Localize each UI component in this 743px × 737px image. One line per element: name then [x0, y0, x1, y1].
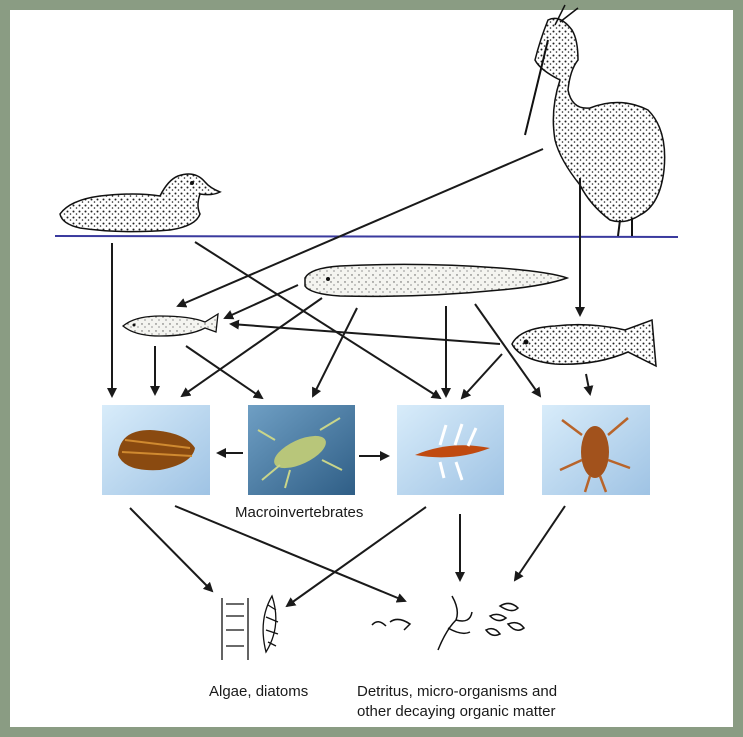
algae-diatoms-label: Algae, diatoms	[209, 682, 308, 701]
trout-icon	[512, 320, 656, 366]
eel-icon	[305, 264, 567, 296]
heron-icon	[525, 5, 665, 236]
arrow-minnow-to-stonefly	[186, 346, 262, 398]
caddisfly-larva-photo	[102, 405, 210, 495]
macroinvertebrates-label: Macroinvertebrates	[235, 503, 363, 522]
arrow-dark-stonefly-to-detritus	[515, 506, 565, 580]
arrow-caddis-to-algae	[130, 508, 212, 591]
detritus-label-line2: other decaying organic matter	[357, 702, 555, 721]
arrow-trout-to-mayfly	[462, 354, 502, 398]
arrow-trout-to-dark-stonefly	[586, 374, 590, 394]
detritus-icon	[372, 596, 524, 650]
stonefly-nymph-dark-photo	[542, 405, 650, 495]
duck-icon	[60, 174, 220, 232]
minnow-icon	[123, 314, 218, 336]
algae-diatom-icon	[222, 596, 278, 660]
arrow-eel-to-caddis	[182, 298, 322, 396]
mayfly-nymph-photo	[397, 405, 504, 495]
water-surface-line	[55, 236, 678, 237]
stonefly-nymph-photo	[248, 405, 355, 495]
detritus-label-line1: Detritus, micro-organisms and	[357, 682, 557, 701]
